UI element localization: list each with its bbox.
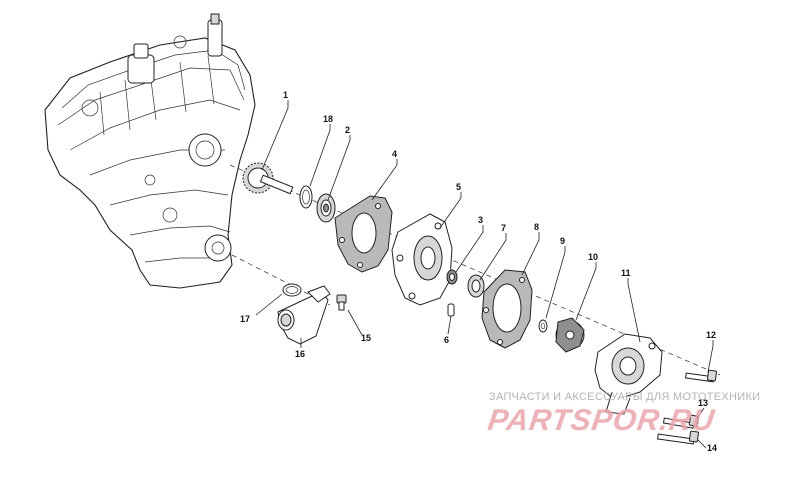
part-1-pump-gear-shaft xyxy=(242,162,294,195)
callout-5: 5 xyxy=(456,182,462,192)
engine-block xyxy=(44,13,256,289)
watermark-logo: PARTSPOR.RU xyxy=(485,404,717,437)
part-11-pump-housing xyxy=(594,333,663,415)
callout-16: 16 xyxy=(295,349,306,359)
callout-7: 7 xyxy=(501,223,507,233)
callout-9: 9 xyxy=(560,236,566,246)
part-16-coolant-fitting xyxy=(277,285,331,345)
part-8-gasket xyxy=(481,269,533,349)
part-10-impeller xyxy=(555,317,585,353)
part-13-bolt xyxy=(662,414,700,429)
callout-6: 6 xyxy=(444,335,450,345)
part-3-seal-ring xyxy=(446,269,458,285)
watermark-tagline: ЗАПЧАСТИ И АКСЕССУАРЫ ДЛЯ МОТОТЕХНИКИ xyxy=(489,391,761,403)
callout-14: 14 xyxy=(707,443,718,453)
callout-11: 11 xyxy=(621,268,631,278)
callout-3: 3 xyxy=(478,215,484,225)
part-6-dowel-pin xyxy=(447,303,455,317)
part-9-washer xyxy=(538,319,548,333)
callout-1: 1 xyxy=(283,90,289,100)
callout-13: 13 xyxy=(698,398,709,408)
callout-4: 4 xyxy=(392,149,398,159)
part-15-bolt xyxy=(336,294,347,311)
part-18-circlip xyxy=(299,185,313,209)
part-14-bolt xyxy=(657,430,699,445)
part-17-o-ring xyxy=(282,283,302,297)
leader-lines xyxy=(255,100,714,449)
callout-15: 15 xyxy=(361,333,372,343)
callout-18: 18 xyxy=(323,114,334,124)
callout-8: 8 xyxy=(534,222,540,232)
part-2-bearing xyxy=(316,193,336,223)
callout-2: 2 xyxy=(345,125,351,135)
part-12-bolt xyxy=(685,369,717,383)
callout-17: 17 xyxy=(240,314,251,324)
callout-12: 12 xyxy=(706,330,717,340)
part-7-oil-seal xyxy=(467,274,485,298)
part-4-gasket xyxy=(334,195,393,273)
callout-10: 10 xyxy=(588,252,599,262)
part-5-pump-cover xyxy=(391,213,453,306)
